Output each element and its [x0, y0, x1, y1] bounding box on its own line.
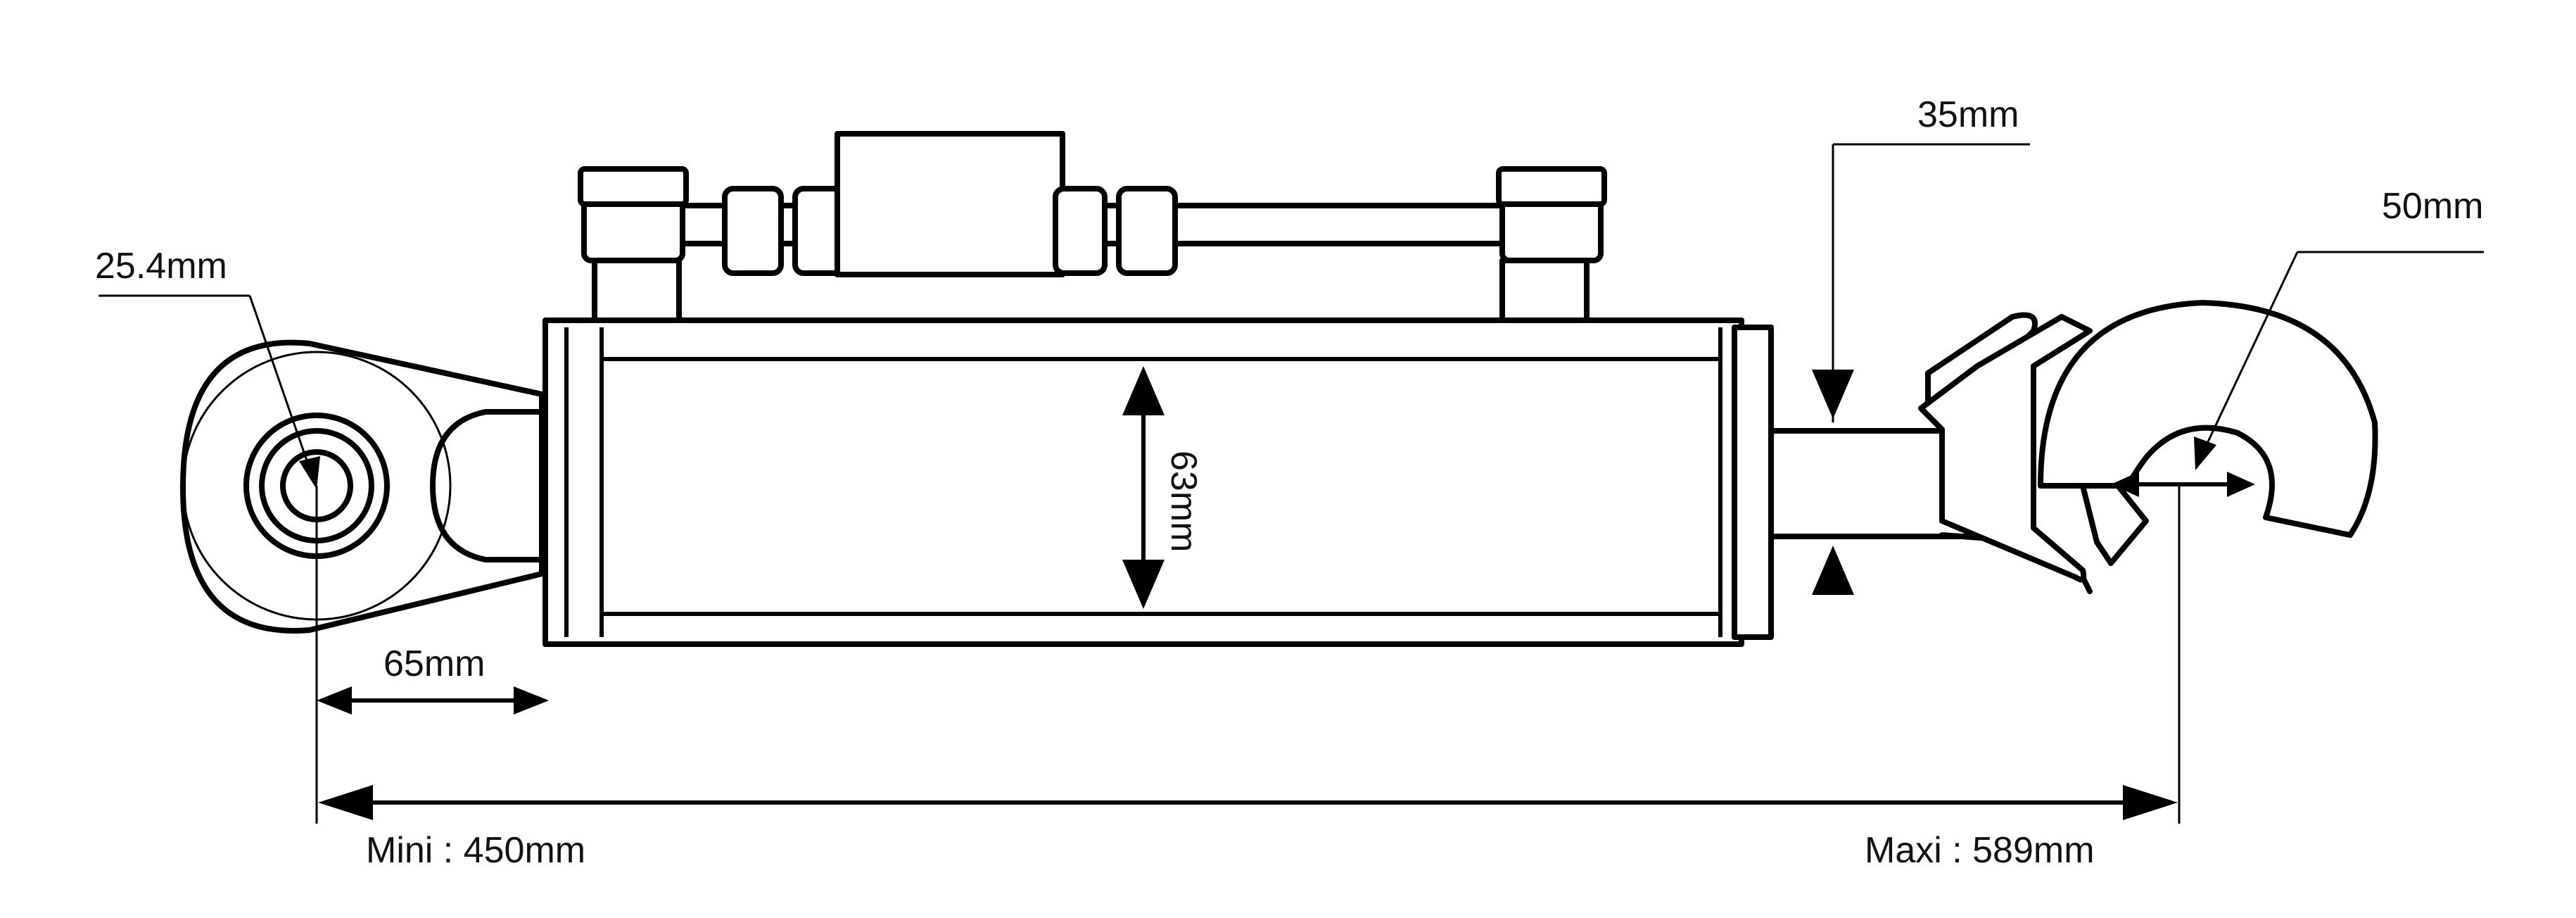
eye-offset-dimension: 65mm — [317, 643, 549, 715]
rod-dimension: 35mm — [1812, 94, 2030, 595]
eye-offset-label: 65mm — [383, 643, 485, 684]
overall-length-dimension: Mini : 450mm Maxi : 589mm — [315, 486, 2181, 871]
hook-end — [1918, 300, 2378, 594]
max-length-label: Maxi : 589mm — [1865, 830, 2095, 871]
rod-label: 35mm — [1917, 94, 2019, 135]
bore-dimension: 63mm — [1122, 366, 1204, 609]
pin-dimension: 25.4mm — [95, 246, 320, 489]
min-length-label: Mini : 450mm — [366, 830, 585, 871]
hydraulic-lines — [578, 131, 1607, 327]
cylinder-barrel — [543, 317, 1774, 647]
rear-eye-end — [180, 339, 545, 634]
hook-opening-dimension: 50mm — [2111, 186, 2484, 497]
bore-label: 63mm — [1163, 451, 1204, 552]
pin-label: 25.4mm — [95, 246, 227, 287]
hook-opening-label: 50mm — [2382, 186, 2483, 227]
